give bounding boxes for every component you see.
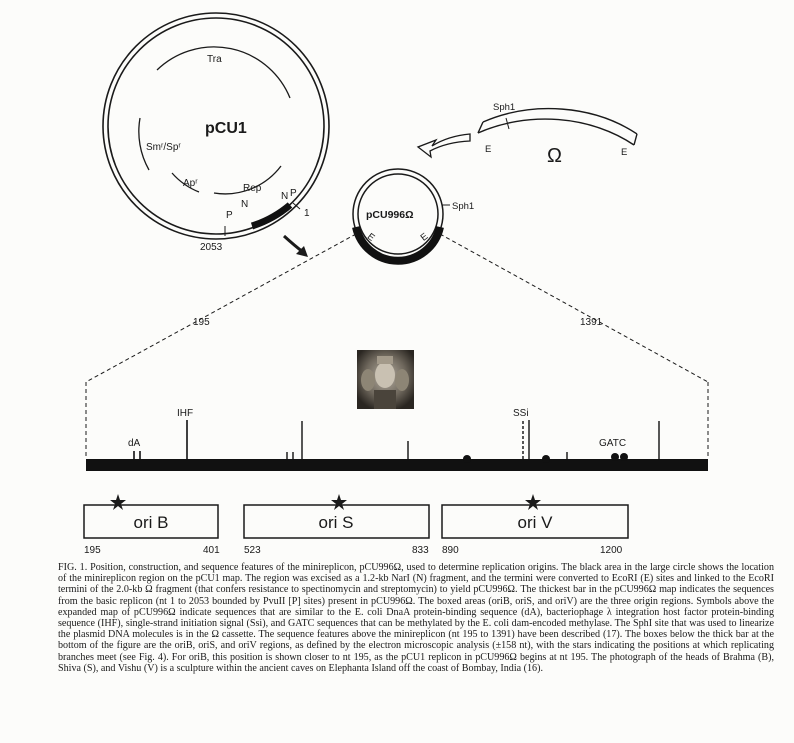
n-site-label-2: N: [281, 191, 288, 202]
oris-end: 833: [412, 545, 429, 556]
basic-replicon-bar: [352, 226, 444, 265]
minireplicon-bar: [86, 459, 708, 471]
omega-sph1-label: Sph1: [493, 102, 515, 113]
p-site-label: P: [226, 210, 233, 221]
pcu996-e-right: E: [419, 231, 431, 244]
origin-box-oris: ori S 523 833: [243, 494, 430, 556]
expanded-start-coord: 195: [193, 317, 210, 328]
ihf-label: IHF: [177, 408, 193, 419]
orib-label: ori B: [134, 513, 169, 532]
orib-start: 195: [84, 545, 101, 556]
omega-e-right: E: [621, 147, 627, 158]
n-site-label: N: [241, 199, 248, 210]
omega-e-left: E: [485, 144, 491, 155]
oriv-label: ori V: [518, 513, 554, 532]
expansion-lines: [85, 233, 709, 459]
pcu996-name: pCU996Ω: [366, 209, 414, 221]
smsp-arc: [138, 117, 150, 171]
coord-one-label: 1: [304, 208, 310, 219]
gatc-site: [542, 455, 550, 463]
ap-arc: [171, 172, 200, 193]
da-label: dA: [128, 438, 141, 449]
gatc-site: [620, 453, 628, 461]
oris-label: ori S: [319, 513, 354, 532]
p-site-label-2: P: [290, 188, 297, 199]
pcu1-name: pCU1: [205, 120, 247, 137]
pcu996-sph1-label: Sph1: [452, 201, 474, 212]
gatc-site: [463, 455, 471, 463]
omega-symbol: Ω: [547, 145, 562, 167]
pcu996-plasmid: pCU996Ω Sph1 E E: [352, 168, 474, 265]
tra-label: Tra: [207, 54, 222, 65]
rep-label: Rep: [243, 183, 262, 194]
figure-diagram: Tra pCU1 Smʳ/Spʳ Apʳ Rep P N N P 1 2053 …: [83, 12, 709, 556]
figure-caption: FIG. 1. Position, construction, and sequ…: [58, 562, 774, 674]
ssi-label: SSi: [513, 408, 529, 419]
arrow-to-pcu996: [282, 234, 308, 257]
oriv-start: 890: [442, 545, 459, 556]
ap-label: Apʳ: [183, 178, 198, 189]
smsp-label: Smʳ/Spʳ: [146, 142, 181, 153]
insert-arrow: [416, 133, 471, 159]
pcu996-e-left: E: [365, 231, 377, 244]
tra-arc: [156, 46, 291, 99]
minireplicon-region: [250, 202, 293, 230]
oris-start: 523: [244, 545, 261, 556]
origin-boxes: ori B 195 401 ori S 523 833 ori V 890 12…: [83, 494, 629, 556]
gatc-site: [611, 453, 619, 461]
elephanta-sculpture-photo: [357, 350, 414, 409]
rep-arc: [213, 165, 282, 195]
oriv-end: 1200: [600, 545, 623, 556]
expanded-end-coord: 1391: [580, 317, 603, 328]
origin-box-orib: ori B 195 401: [83, 494, 220, 556]
omega-fragment: Sph1 E E Ω: [477, 102, 638, 167]
expanded-map: dA IHF SSi GATC: [86, 408, 708, 471]
origin-box-oriv: ori V 890 1200: [441, 494, 629, 556]
orib-end: 401: [203, 545, 220, 556]
pcu1-plasmid: Tra pCU1 Smʳ/Spʳ Apʳ Rep P N N P 1 2053: [102, 12, 330, 253]
coord-2053-label: 2053: [200, 242, 223, 253]
gatc-label: GATC: [599, 438, 626, 449]
